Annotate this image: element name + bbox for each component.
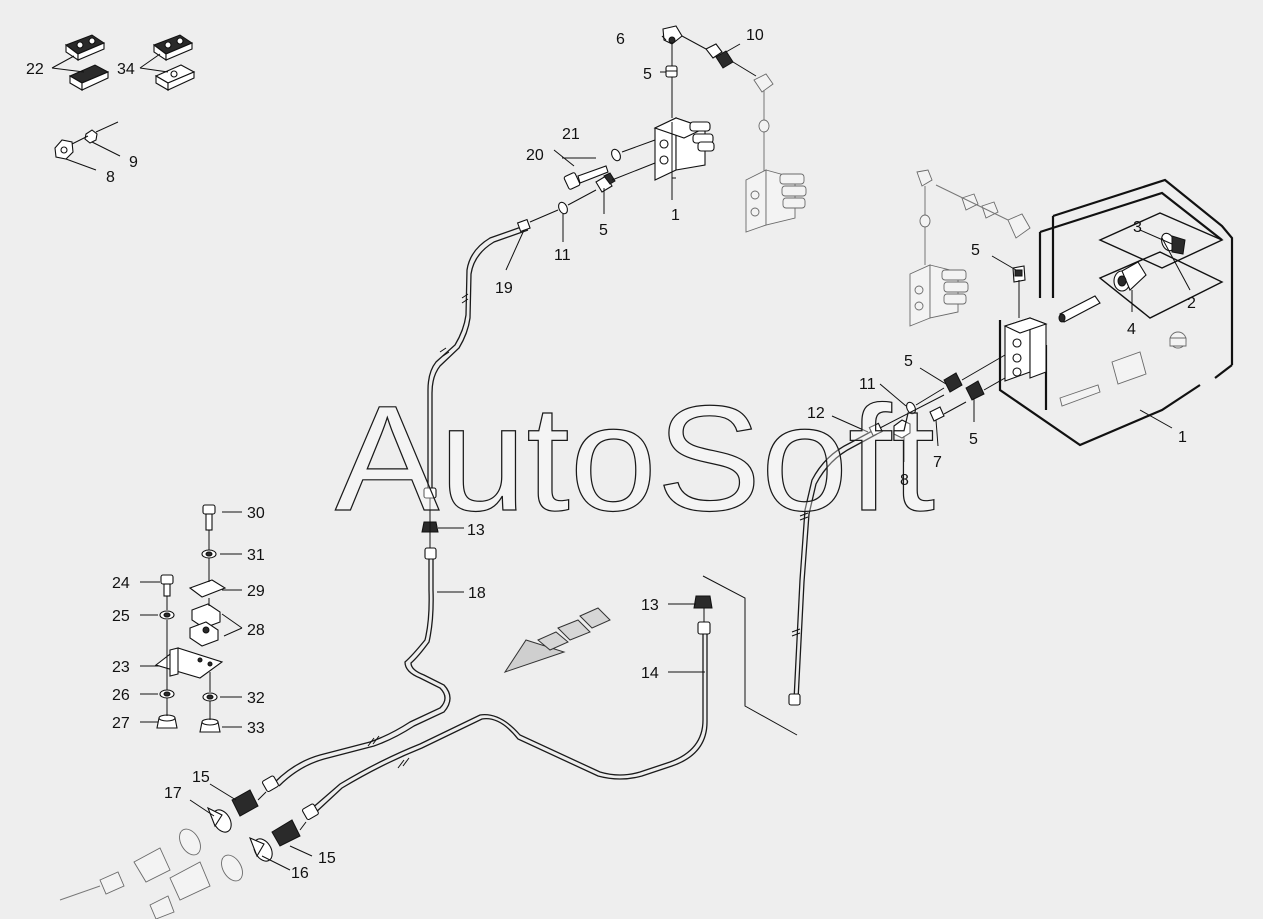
callout-15-lower: 15 bbox=[318, 850, 336, 867]
callout-5-mid: 5 bbox=[599, 222, 608, 239]
clamp-34 bbox=[152, 34, 196, 91]
callout-29: 29 bbox=[247, 583, 265, 600]
ghost-couplings bbox=[59, 828, 243, 919]
fitting-5-right-a bbox=[943, 372, 963, 393]
callout-11-top: 11 bbox=[554, 247, 571, 264]
callout-11-right: 11 bbox=[859, 376, 876, 393]
direction-arrow bbox=[503, 607, 611, 673]
callout-33: 33 bbox=[247, 720, 265, 737]
callout-leaders bbox=[140, 35, 1191, 871]
pipe-12 bbox=[791, 429, 878, 701]
pin-rod bbox=[1058, 295, 1101, 323]
callout-21: 21 bbox=[562, 126, 580, 143]
washer-31 bbox=[201, 549, 217, 559]
fitting-5-right-top bbox=[1012, 265, 1026, 283]
callout-26: 26 bbox=[112, 687, 130, 704]
plate-29 bbox=[188, 579, 227, 598]
pipe-18 bbox=[274, 558, 451, 787]
valve-block-1 bbox=[653, 117, 715, 181]
coupling-4 bbox=[1113, 261, 1147, 292]
callout-17: 17 bbox=[164, 785, 182, 802]
callout-13-left: 13 bbox=[467, 522, 485, 539]
washer-21 bbox=[611, 148, 621, 162]
washer-25 bbox=[159, 610, 175, 620]
callout-5-right-top: 5 bbox=[971, 242, 980, 259]
washer-32 bbox=[202, 692, 218, 702]
callout-4: 4 bbox=[1127, 321, 1136, 338]
callout-30: 30 bbox=[247, 505, 265, 522]
callout-10: 10 bbox=[746, 27, 764, 44]
callout-1-right: 1 bbox=[1178, 429, 1187, 446]
callout-5-top: 5 bbox=[643, 66, 652, 83]
bolt-30 bbox=[202, 504, 216, 531]
pipe-14 bbox=[309, 632, 708, 815]
callout-7: 7 bbox=[933, 454, 942, 471]
callout-19: 19 bbox=[495, 280, 513, 297]
nut-33 bbox=[199, 718, 221, 733]
clamp-28 bbox=[189, 603, 221, 647]
callout-20: 20 bbox=[526, 147, 544, 164]
nut-8-top bbox=[54, 139, 74, 160]
nut-7 bbox=[929, 406, 945, 422]
elbow-fitting-6 bbox=[662, 25, 683, 45]
ghost-valve-top bbox=[745, 73, 807, 233]
callout-12: 12 bbox=[807, 405, 825, 422]
pipe-19 bbox=[427, 218, 531, 490]
callout-9: 9 bbox=[129, 154, 138, 171]
callout-labels: 1 1 2 3 4 5 5 5 5 5 6 7 8 8 9 10 11 11 1… bbox=[26, 27, 1196, 882]
fitting-5-top bbox=[665, 65, 678, 78]
ghost-plug bbox=[1059, 331, 1187, 407]
callout-8-right: 8 bbox=[900, 472, 909, 489]
nut-10 bbox=[705, 43, 734, 69]
union-13-right bbox=[693, 595, 713, 635]
callout-1-top: 1 bbox=[671, 207, 680, 224]
dust-cap-16 bbox=[249, 836, 273, 862]
callout-31: 31 bbox=[247, 547, 265, 564]
callout-27: 27 bbox=[112, 715, 130, 732]
pipe-14-bracket-line bbox=[702, 575, 798, 736]
callout-23: 23 bbox=[112, 659, 130, 676]
fitting-5-right-b bbox=[965, 380, 985, 401]
callout-24: 24 bbox=[112, 575, 130, 592]
callout-2: 2 bbox=[1187, 295, 1196, 312]
callout-25: 25 bbox=[112, 608, 130, 625]
washer-11-top bbox=[558, 201, 568, 215]
bracket-23 bbox=[154, 647, 224, 679]
callout-22: 22 bbox=[26, 61, 44, 78]
callout-16: 16 bbox=[291, 865, 309, 882]
frame-bracket-1 bbox=[998, 178, 1234, 447]
callout-5-right-low: 5 bbox=[969, 431, 978, 448]
callout-6: 6 bbox=[616, 31, 625, 48]
clamp-22 bbox=[64, 34, 110, 91]
callout-8-top: 8 bbox=[106, 169, 115, 186]
callout-32: 32 bbox=[247, 690, 265, 707]
coupling-15-b bbox=[271, 803, 319, 847]
bolt-20 bbox=[563, 165, 609, 190]
bolt-24 bbox=[160, 574, 174, 597]
cap-3 bbox=[1161, 232, 1186, 255]
plate-2 bbox=[1098, 212, 1224, 269]
callout-18: 18 bbox=[468, 585, 486, 602]
callout-15-upper: 15 bbox=[192, 769, 210, 786]
callout-14: 14 bbox=[641, 665, 659, 682]
fitting-5-side bbox=[595, 172, 616, 193]
coupling-15-a bbox=[231, 775, 279, 817]
nut-8-right bbox=[893, 419, 911, 439]
nut-27 bbox=[156, 714, 178, 729]
callout-28: 28 bbox=[247, 622, 265, 639]
washer-9 bbox=[84, 129, 98, 144]
watermark-text: AutoSoft bbox=[335, 374, 935, 542]
valve-block-1-right bbox=[1003, 317, 1048, 382]
fitting-end-12-bottom bbox=[788, 693, 801, 706]
dust-cap-17 bbox=[206, 806, 232, 833]
callout-3: 3 bbox=[1133, 219, 1142, 236]
ghost-valve-right bbox=[909, 169, 1031, 327]
washer-26 bbox=[159, 689, 175, 699]
callout-13-right: 13 bbox=[641, 597, 659, 614]
callout-34: 34 bbox=[117, 61, 135, 78]
callout-5-right-mid: 5 bbox=[904, 353, 913, 370]
